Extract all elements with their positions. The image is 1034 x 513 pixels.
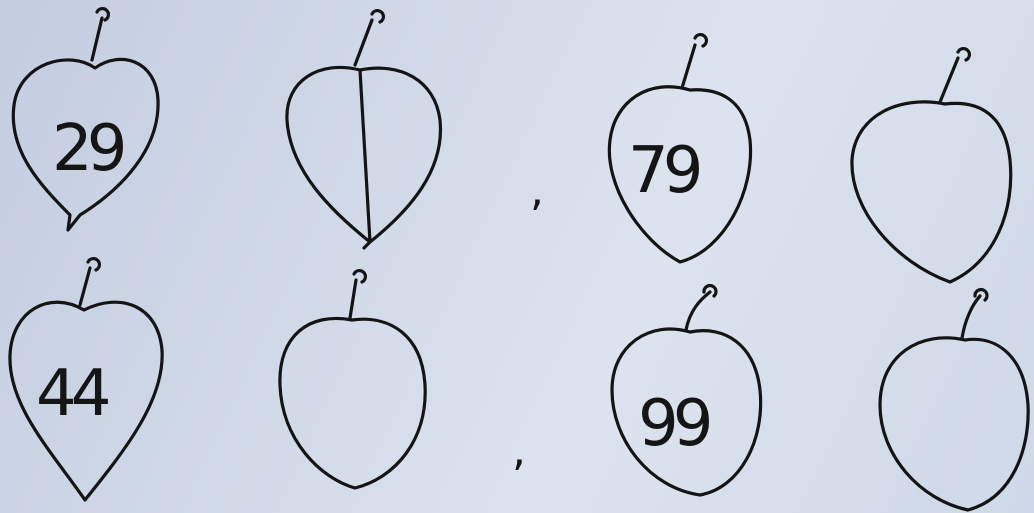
fruit-3: 79 (609, 35, 750, 262)
separator-comma: , (530, 165, 544, 216)
fruit-4 (852, 49, 1011, 282)
separator-comma: , (512, 425, 526, 476)
fruit-5: 44 (10, 259, 162, 500)
fruit-6 (280, 271, 425, 488)
stem (350, 271, 365, 318)
fruit-number: 44 (36, 357, 109, 431)
strawberry-outline (852, 102, 1011, 282)
fruit-1: 29 (13, 9, 158, 230)
stem (940, 49, 969, 102)
fruit-number: 79 (628, 134, 700, 208)
fruit-8 (880, 290, 1028, 510)
fruit-7: 99 (612, 286, 761, 495)
stem (686, 286, 716, 330)
stem (92, 9, 108, 60)
stem (682, 35, 706, 88)
fruit-number: 99 (638, 387, 710, 461)
fruit-number: 29 (52, 112, 124, 186)
strawberry-outline (280, 318, 425, 488)
fruit-2 (287, 11, 441, 248)
stem (355, 11, 383, 65)
leaf-outline (287, 67, 441, 248)
stem (962, 290, 987, 338)
strawberry-outline (880, 338, 1028, 510)
stem (80, 259, 99, 305)
